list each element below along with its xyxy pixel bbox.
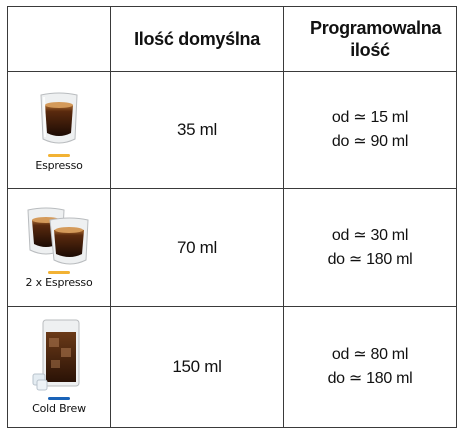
range-to: do ≃ 90 ml — [331, 133, 409, 151]
drink-label: Espresso — [35, 158, 83, 172]
drink-image-cell: Espresso — [7, 71, 111, 190]
drink-image-cell: Cold Brew — [7, 305, 111, 429]
drink-label: Cold Brew — [32, 402, 86, 416]
default-amount-cell: 35 ml — [110, 71, 284, 190]
double-espresso-glasses-icon — [27, 207, 89, 265]
table-header-row: Ilość domyślna Programowalna ilość — [7, 5, 457, 73]
table-row: Cold Brew 150 ml od ≃ 80 ml do ≃ 180 ml — [7, 305, 457, 429]
header-programmable-amount-text: Programowalna ilość — [310, 18, 442, 61]
header-empty-cell — [7, 5, 111, 73]
table-row: 2 x Espresso 70 ml od ≃ 30 ml do ≃ 180 m… — [7, 188, 457, 307]
range-to: do ≃ 180 ml — [327, 369, 413, 387]
espresso-glass-icon — [40, 92, 78, 144]
header-default-amount: Ilość domyślna — [110, 5, 284, 73]
drink-label: 2 x Espresso — [25, 276, 93, 290]
default-amount-cell: 70 ml — [110, 188, 284, 307]
programmable-amount-cell: od ≃ 30 ml do ≃ 180 ml — [283, 188, 457, 307]
header-programmable-amount: Programowalna ilość — [283, 5, 457, 73]
range-from: od ≃ 30 ml — [331, 226, 409, 244]
default-amount-cell: 150 ml — [110, 305, 284, 429]
beverage-quantity-table: Ilość domyślna Programowalna ilość Espre… — [7, 5, 457, 429]
programmable-amount-cell: od ≃ 80 ml do ≃ 180 ml — [283, 305, 457, 429]
cold-brew-glass-icon — [32, 319, 80, 391]
table-row: Espresso 35 ml od ≃ 15 ml do ≃ 90 ml — [7, 71, 457, 190]
range-from: od ≃ 80 ml — [331, 345, 409, 363]
range-from: od ≃ 15 ml — [331, 109, 409, 127]
drink-image-cell: 2 x Espresso — [7, 188, 111, 307]
drink-color-bar — [48, 271, 70, 275]
programmable-amount-cell: od ≃ 15 ml do ≃ 90 ml — [283, 71, 457, 190]
drink-color-bar — [48, 153, 70, 157]
drink-color-bar — [48, 397, 70, 401]
range-to: do ≃ 180 ml — [327, 250, 413, 268]
